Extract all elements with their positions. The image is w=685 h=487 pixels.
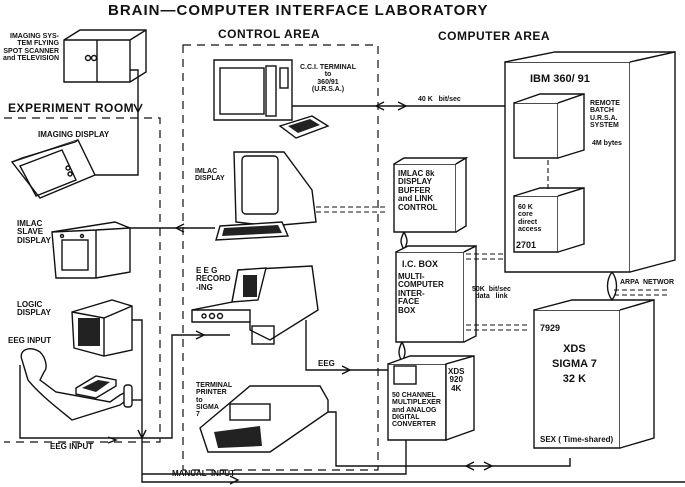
logic-display [71, 299, 133, 357]
control-area-boundary [182, 44, 379, 471]
bidirectional-arrow-icon [464, 461, 494, 471]
remote-batch-label: REMOTE BATCH U.R.S.A. SYSTEM [590, 100, 620, 130]
port-2701-label: 2701 [516, 240, 537, 250]
arpa-network-link [614, 289, 670, 296]
eeg-input-bottom-label: EEG INPUT [50, 442, 94, 451]
multiplexer-label: 50 CHANNEL MULTIPLEXER and ANALOG DIGITA… [392, 392, 441, 429]
imaging-system-label: IMAGING SYS- TEM FLYING SPOT SCANNER and… [3, 33, 60, 63]
rate-40k-label: 40 K bit/sec [418, 96, 461, 103]
ibm-360-91-label: IBM 360/ 91 [530, 73, 590, 85]
cci-terminal [213, 59, 330, 139]
arpa-link-icon [606, 271, 618, 302]
arrow-icon [174, 223, 185, 233]
logic-display-line [132, 319, 143, 438]
imaging-display-monitor [10, 139, 96, 199]
sigma-7-label: XDS SIGMA 7 32 K [552, 343, 597, 385]
ic-box-label: I.C. BOX [402, 259, 439, 269]
imlac-8k-buffer-box [393, 156, 469, 233]
imlac-display-label: IMLAC DISPLAY [195, 168, 225, 183]
xds-920-label: XDS 920 4K [448, 367, 465, 393]
printer-to-sigma-line [328, 411, 571, 467]
eeg-recording-console [191, 265, 319, 345]
experiment-room-label: EXPERIMENT ROOM [8, 101, 135, 115]
page-title: BRAIN—COMPUTER INTERFACE LABORATORY [108, 2, 489, 19]
experiment-room-boundary [4, 117, 161, 443]
manual-input-line [141, 438, 685, 483]
ic-box-description: MULTI- COMPUTER INTER- FACE BOX [398, 272, 444, 315]
arpa-network-label: ARPA NETWOR [620, 279, 675, 286]
core-access-label: 60 K core direct access [518, 204, 542, 234]
rate-50k-label: 50K bit/sec data link [472, 286, 511, 301]
computer-area-label: COMPUTER AREA [438, 29, 551, 43]
imaging-system-line [130, 69, 139, 112]
xds-920-multiplexer [387, 355, 475, 441]
eeg-recording-label: E E G RECORD -ING [196, 266, 231, 292]
ibm-360-91 [504, 51, 676, 273]
ibm-memory-label: 4M bytes [592, 140, 622, 147]
cci-terminal-label: C.C.I. TERMINAL to 360/91 (U.R.S.A.) [300, 64, 356, 94]
imlac-slave-display-label: IMLAC SLAVE DISPLAY [17, 219, 51, 245]
imaging-system-cabinet [63, 29, 147, 83]
logic-display-label: LOGIC DISPLAY [17, 300, 51, 318]
multiplexer-output-line [142, 440, 407, 475]
imaging-display-label: IMAGING DISPLAY [38, 130, 110, 139]
arrow-icon [195, 330, 206, 340]
imlac-display [215, 151, 317, 241]
sex-time-shared-label: SEX ( Time-shared) [540, 435, 614, 444]
eeg-line [305, 320, 390, 371]
control-area-label: CONTROL AREA [218, 27, 320, 41]
ic-box [395, 244, 477, 343]
ic-to-7929-link [466, 324, 530, 331]
imlac-8k-label: IMLAC 8k DISPLAY BUFFER and LINK CONTROL [398, 169, 438, 212]
xds-sigma-7 [533, 299, 655, 449]
arrow-icon [229, 475, 240, 485]
port-7929-label: 7929 [540, 323, 561, 333]
eeg-input-line [142, 334, 230, 439]
imaging-display-line [95, 112, 139, 176]
eeg-link-label: EEG [318, 359, 335, 368]
subject-person [19, 348, 142, 439]
manual-input-label: MANUAL INPUT [172, 469, 235, 478]
terminal-printer [199, 385, 329, 453]
eeg-input-top-label: EEG INPUT [8, 336, 52, 345]
arrow-icon [107, 436, 118, 444]
imlac-slave-display [51, 221, 131, 279]
bidirectional-arrow-icon [374, 101, 408, 111]
arrow-icon [341, 365, 352, 375]
terminal-printer-label: TERMINAL PRINTER to SIGMA 7 [196, 382, 233, 419]
imlac-buffer-link [316, 206, 388, 213]
